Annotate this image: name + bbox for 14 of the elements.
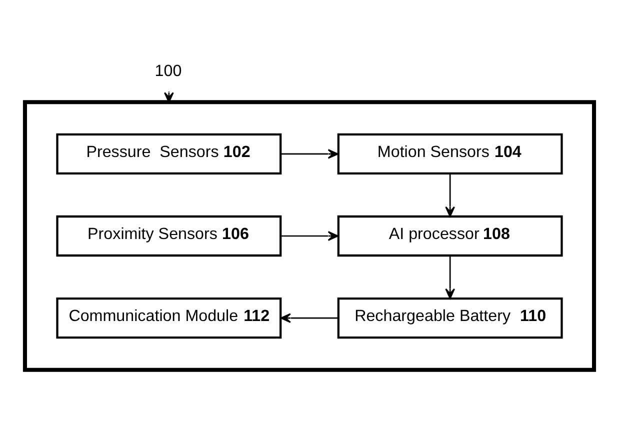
arrow bbox=[280, 148, 338, 158]
arrow bbox=[280, 230, 338, 240]
node-box: Communication Module 112 bbox=[56, 296, 282, 338]
node-box: Proximity Sensors 106 bbox=[56, 214, 282, 256]
node-box: Pressure Sensors 102 bbox=[56, 132, 282, 174]
arrow bbox=[280, 312, 338, 322]
node-box: Rechargeable Battery 110 bbox=[337, 296, 563, 338]
arrow bbox=[164, 91, 174, 102]
arrow bbox=[445, 173, 455, 217]
arrow bbox=[445, 255, 455, 299]
node-text: 100 bbox=[154, 62, 182, 80]
cluster bbox=[22, 100, 596, 372]
node-box: AI processor 108 bbox=[337, 214, 563, 256]
node-box: Motion Sensors 104 bbox=[337, 132, 563, 174]
